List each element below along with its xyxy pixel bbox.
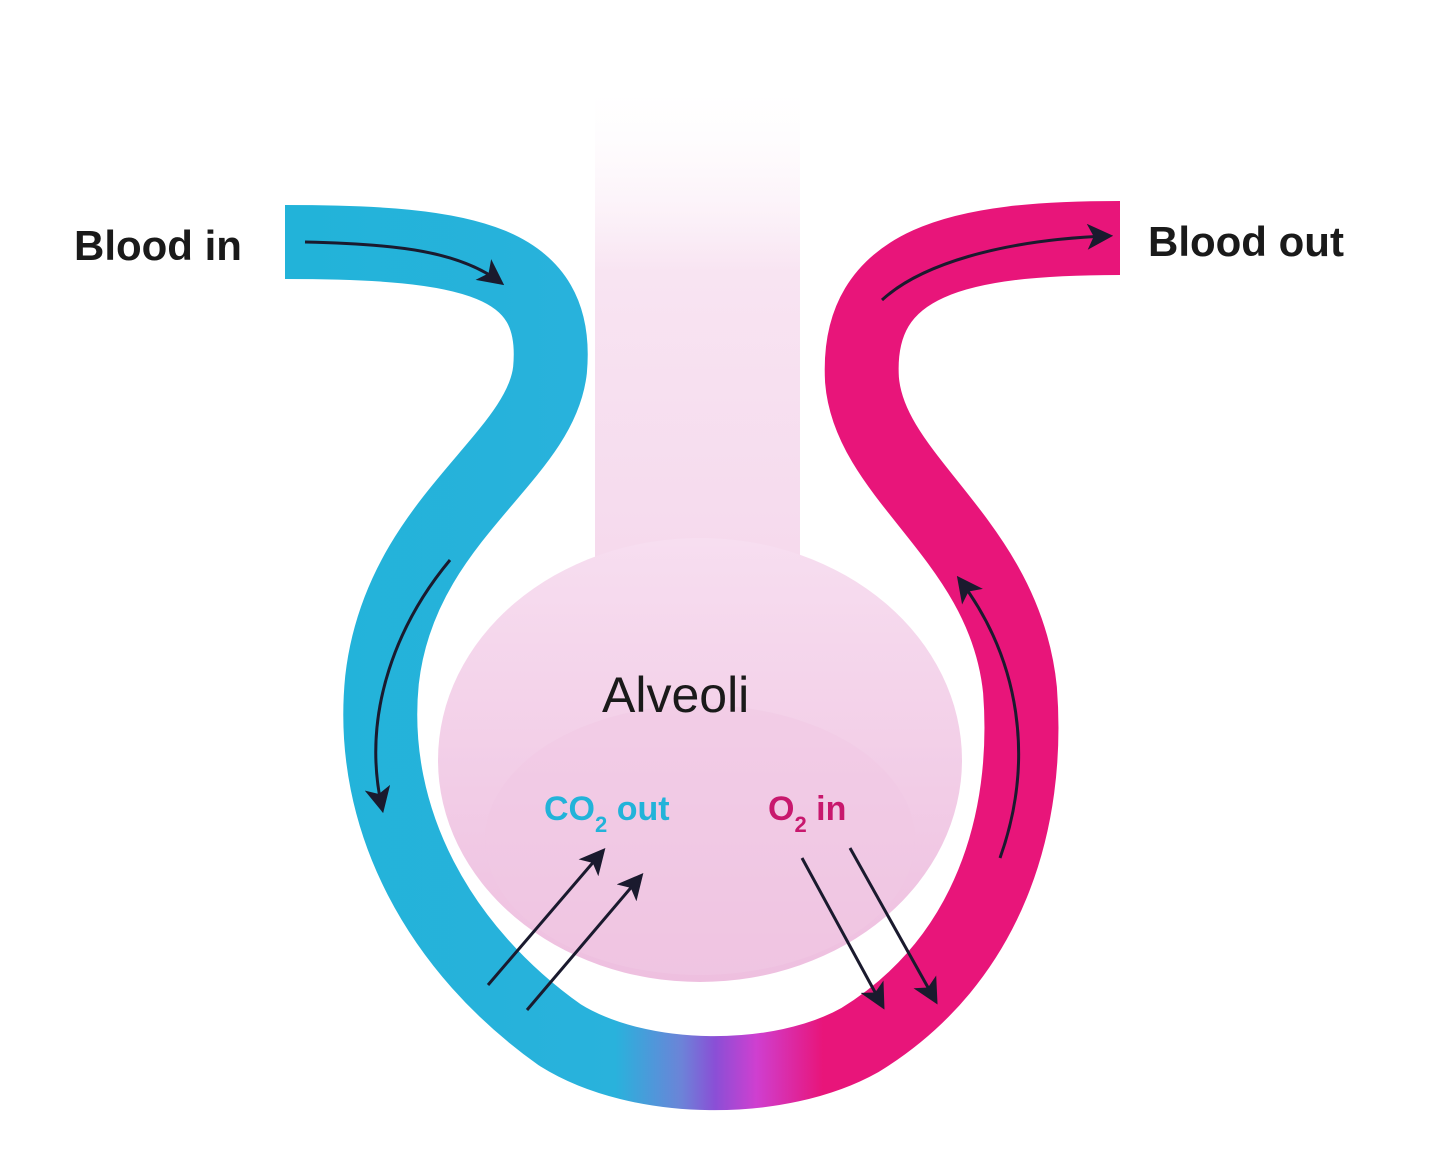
o2-in-label: O2 in xyxy=(768,790,846,837)
blood-in-label: Blood in xyxy=(74,222,242,269)
o2-subscript: 2 xyxy=(794,812,806,837)
diffusion-arrows xyxy=(486,847,938,1011)
co2-subscript: 2 xyxy=(595,812,607,837)
flow-arrow-in xyxy=(304,240,505,286)
bronchiole-neck xyxy=(595,90,800,610)
co2-main: CO xyxy=(544,790,595,828)
capillary-vessel xyxy=(284,201,1121,1111)
o2-diffusion-arrow-1 xyxy=(800,857,885,1010)
alveolar-sac-inner xyxy=(485,705,915,975)
alveolus xyxy=(438,90,962,982)
co2-diffusion-arrow-2 xyxy=(525,873,644,1011)
o2-main: O xyxy=(768,790,794,828)
flow-arrow-up xyxy=(956,575,1021,859)
flow-arrow-out xyxy=(880,223,1114,302)
blood-out-label: Blood out xyxy=(1148,218,1344,265)
co2-diffusion-arrow-1 xyxy=(486,848,606,986)
flow-arrows xyxy=(304,223,1114,859)
co2-suffix: out xyxy=(607,790,669,828)
o2-diffusion-arrow-2 xyxy=(848,847,938,1005)
co2-out-label: CO2 out xyxy=(544,790,670,837)
flow-arrow-down xyxy=(364,559,452,814)
o2-suffix: in xyxy=(807,790,847,828)
alveoli-label: Alveoli xyxy=(602,667,749,723)
